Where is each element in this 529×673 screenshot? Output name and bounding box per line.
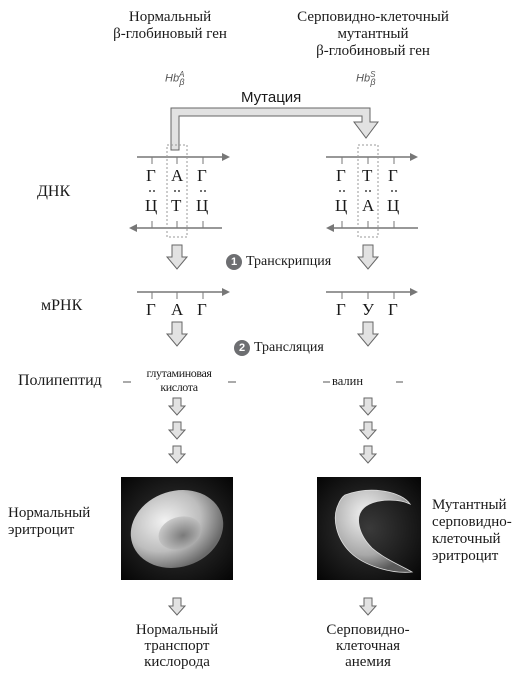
normal-arrow-1: [169, 398, 185, 415]
normal-erythrocyte-image: [121, 477, 234, 580]
normal-outcome-line1: Нормальный: [107, 622, 247, 638]
mutant-dna-top-base-1: Г: [336, 166, 346, 186]
translation-step-label: Трансляция: [254, 340, 324, 355]
mutant-mrna-base-2: У: [362, 300, 374, 320]
transcription-step-label: Транскрипция: [246, 254, 331, 269]
mutant-transcription-arrow: [358, 245, 378, 269]
mrna-row-label: мРНК: [41, 297, 82, 315]
mutant-arrow-2: [360, 422, 376, 439]
normal-outcome-arrow: [169, 598, 185, 615]
polypeptide-row-label: Полипептид: [18, 372, 102, 390]
mutant-erythrocyte-label-line4: эритроцит: [432, 548, 512, 565]
mutant-dna-bottom-base-2: А: [362, 196, 374, 216]
normal-amino-acid-line2: кислота: [132, 380, 226, 394]
mutant-dna-bottom-base-3: Ц: [387, 196, 399, 216]
mutant-erythrocyte-label-line2: серповидно-: [432, 514, 512, 531]
normal-mrna-base-3: Г: [197, 300, 207, 320]
normal-mrna-strand: [137, 288, 230, 299]
normal-dna-top-base-1: Г: [146, 166, 156, 186]
mutant-dna-top-base-3: Г: [388, 166, 398, 186]
translation-step-number: 2: [234, 340, 250, 356]
dna-row-label: ДНК: [37, 183, 70, 201]
normal-translation-arrow: [167, 322, 187, 346]
transcription-step: 1 Транскрипция: [226, 254, 331, 270]
normal-amino-acid: глутаминовая кислота: [132, 366, 226, 394]
sickle-erythrocyte-image: [317, 477, 421, 580]
normal-outcome-line3: кислорода: [107, 654, 247, 670]
mutant-erythrocyte-label-line1: Мутантный: [432, 497, 512, 514]
normal-erythrocyte-label: Нормальный эритроцит: [8, 505, 90, 539]
normal-dna-bottom-base-3: Ц: [196, 196, 208, 216]
translation-step: 2 Трансляция: [234, 340, 324, 356]
mutant-outcome-line2: клеточная: [298, 638, 438, 654]
normal-dna-bottom-base-1: Ц: [145, 196, 157, 216]
mutant-arrow-1: [360, 398, 376, 415]
mutant-outcome-label: Серповидно- клеточная анемия: [298, 622, 438, 670]
transcription-step-number: 1: [226, 254, 242, 270]
normal-outcome-label: Нормальный транспорт кислорода: [107, 622, 247, 670]
mutant-erythrocyte-label-line3: клеточный: [432, 531, 512, 548]
normal-erythrocyte-label-line2: эритроцит: [8, 522, 90, 539]
normal-arrow-2: [169, 422, 185, 439]
mutant-mrna-base-1: Г: [336, 300, 346, 320]
mutant-mrna-base-3: Г: [388, 300, 398, 320]
normal-transcription-arrow: [167, 245, 187, 269]
mutant-outcome-line1: Серповидно-: [298, 622, 438, 638]
mutant-arrow-3: [360, 446, 376, 463]
mutant-dna-top-base-2: Т: [362, 166, 372, 186]
normal-mrna-base-1: Г: [146, 300, 156, 320]
mutant-erythrocyte-label: Мутантный серповидно- клеточный эритроци…: [432, 497, 512, 565]
mutant-mrna-strand: [326, 288, 418, 299]
mutant-dna-bottom-base-1: Ц: [335, 196, 347, 216]
mutation-arrow: [171, 108, 378, 150]
normal-dna-top-base-2: А: [171, 166, 183, 186]
normal-dna-top-base-3: Г: [197, 166, 207, 186]
normal-mrna-base-2: А: [171, 300, 183, 320]
normal-arrow-3: [169, 446, 185, 463]
mutant-dna-strands: [326, 145, 418, 237]
mutant-outcome-arrow: [360, 598, 376, 615]
mutant-outcome-line3: анемия: [298, 654, 438, 670]
mutant-translation-arrow: [358, 322, 378, 346]
normal-dna-bottom-base-2: Т: [171, 196, 181, 216]
normal-outcome-line2: транспорт: [107, 638, 247, 654]
normal-dna-strands: [129, 145, 230, 237]
mutant-amino-acid: валин: [332, 374, 363, 389]
normal-amino-acid-line1: глутаминовая: [132, 366, 226, 380]
normal-erythrocyte-label-line1: Нормальный: [8, 505, 90, 522]
